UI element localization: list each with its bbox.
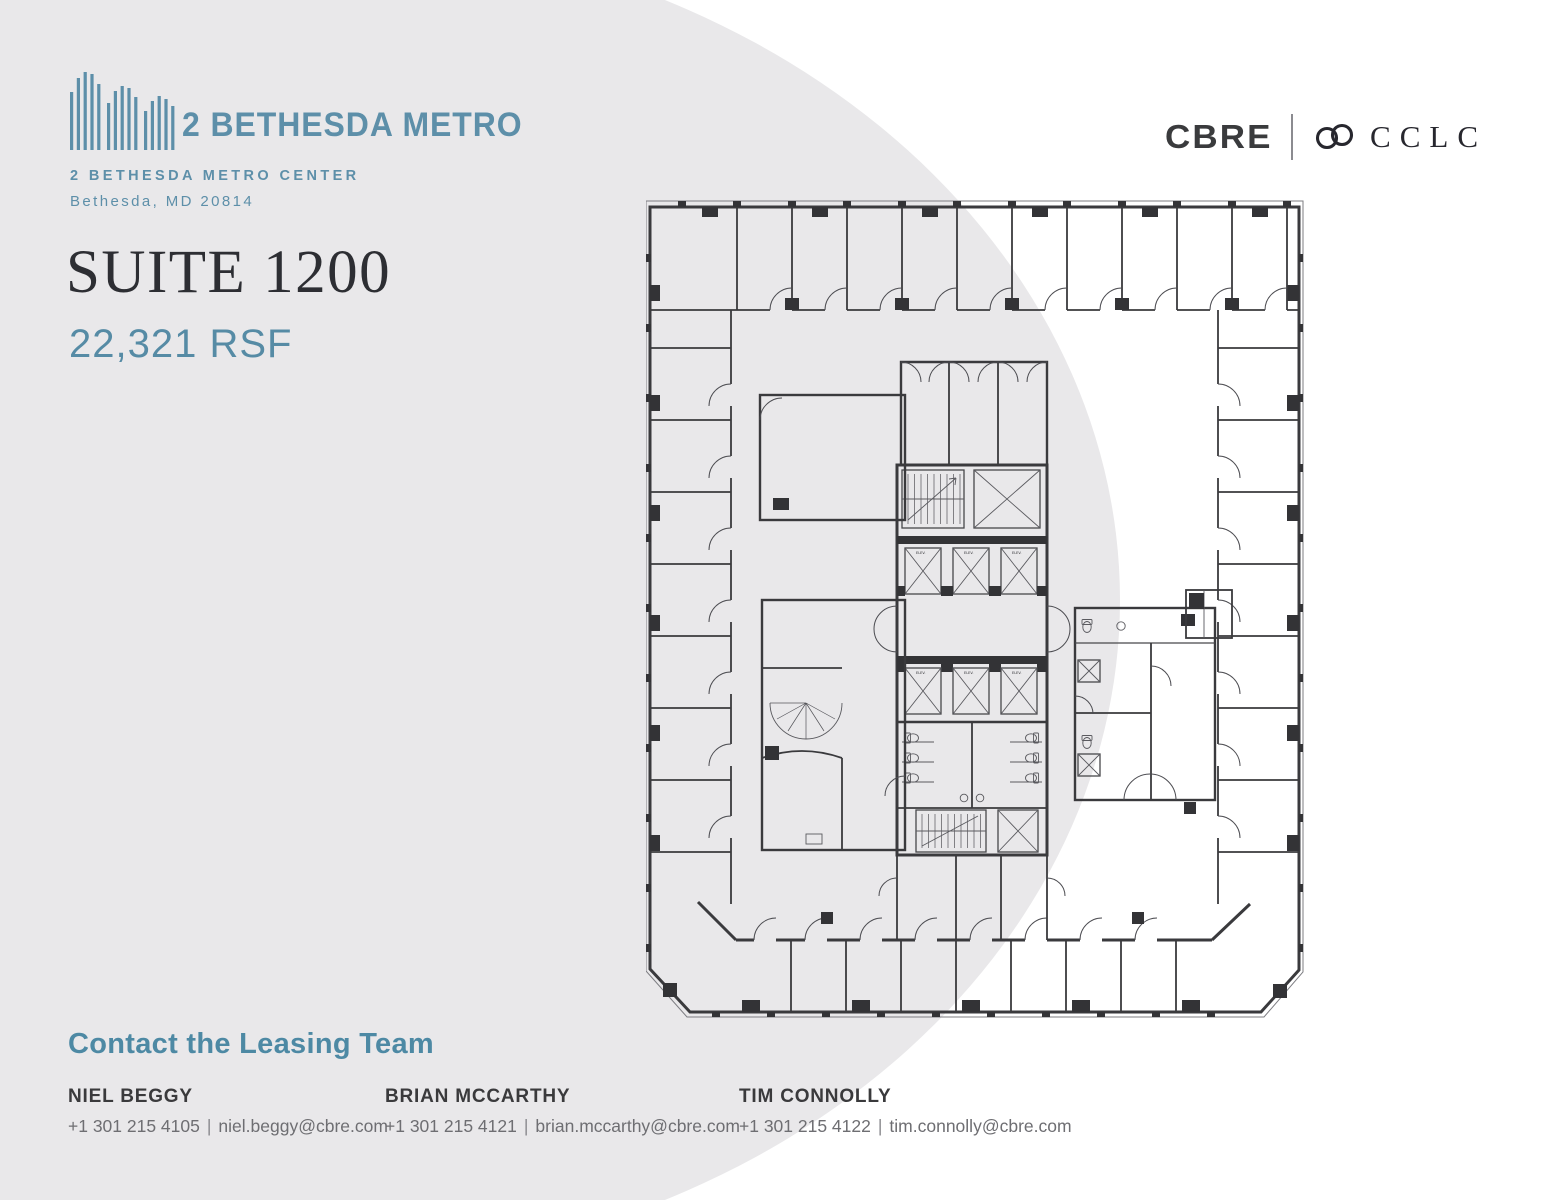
- stairwell-1: [901, 469, 965, 529]
- contact-phone: +1 301 215 4121: [385, 1116, 517, 1136]
- bottom-office-band: [696, 900, 1252, 1012]
- storage-closet: [1185, 589, 1233, 639]
- elevator-bank-2: ELEV. ELEV. ELEV.: [897, 656, 1047, 715]
- interlocking-rings-icon: [1315, 123, 1354, 150]
- elevator-core: ELEV. ELEV. ELEV. ELEV. ELEV. ELEV.: [873, 360, 1071, 940]
- brand-logos: CBRE CCLC: [1164, 114, 1487, 160]
- contact-separator: |: [523, 1116, 529, 1136]
- left-office-band: [650, 310, 732, 904]
- contact-email: brian.mccarthy@cbre.com: [535, 1116, 740, 1136]
- top-left-room: [758, 393, 907, 522]
- contact-details: +1 301 215 4122 | tim.connolly@cbre.com: [739, 1116, 1072, 1137]
- address-line-1: 2 BETHESDA METRO CENTER: [70, 168, 360, 184]
- brand-divider: [1291, 114, 1294, 160]
- contact-email: tim.connolly@cbre.com: [889, 1116, 1072, 1136]
- elevator-bank-1: ELEV. ELEV. ELEV.: [897, 536, 1047, 596]
- svg-text:ELEV.: ELEV.: [964, 551, 973, 555]
- contact-separator: |: [206, 1116, 212, 1136]
- contact-name: BRIAN MCCARTHY: [385, 1086, 571, 1107]
- stairwell-2: [915, 809, 1039, 853]
- cbre-logo: CBRE: [1164, 118, 1273, 155]
- floor-plan: ELEV. ELEV. ELEV. ELEV. ELEV. ELEV.: [646, 200, 1304, 1018]
- right-center-suite: [1073, 606, 1217, 802]
- right-office-band: [1217, 310, 1299, 904]
- left-center-suite: [760, 598, 907, 852]
- svg-text:ELEV.: ELEV.: [1012, 671, 1021, 675]
- contact-heading: Contact the Leasing Team: [68, 1028, 435, 1060]
- suite-title: SUITE 1200: [66, 239, 392, 306]
- address-line-2: Bethesda, MD 20814: [70, 193, 255, 210]
- svg-text:ELEV.: ELEV.: [964, 671, 973, 675]
- cclc-logo-text: CCLC: [1370, 119, 1487, 154]
- core-south-rooms: [878, 855, 1066, 940]
- interior-columns: [821, 802, 1196, 924]
- suite-area: 22,321 RSF: [69, 322, 293, 366]
- mechanical-shaft: [973, 469, 1041, 529]
- contact-card-niel-beggy: NIEL BEGGY +1 301 215 4105 | niel.beggy@cb…: [68, 1086, 388, 1137]
- svg-text:ELEV.: ELEV.: [916, 551, 925, 555]
- contact-card-brian-mccarthy: BRIAN MCCARTHY +1 301 215 4121 | brian.mcc…: [385, 1086, 740, 1137]
- spiral-stair: [769, 702, 843, 740]
- building-logo-title: 2 BETHESDA METRO: [182, 106, 523, 144]
- contact-email: niel.beggy@cbre.com: [218, 1116, 388, 1136]
- contact-phone: +1 301 215 4122: [739, 1116, 871, 1136]
- cclc-logo: CCLC: [1315, 119, 1487, 155]
- building-skyline-logo-icon: [70, 72, 175, 150]
- svg-text:ELEV.: ELEV.: [916, 671, 925, 675]
- contact-details: +1 301 215 4121 | brian.mccarthy@cbre.com: [385, 1116, 740, 1137]
- contact-card-tim-connolly: TIM CONNOLLY +1 301 215 4122 | tim.connoll…: [739, 1086, 1072, 1137]
- contact-separator: |: [877, 1116, 883, 1136]
- restrooms: [897, 720, 1047, 809]
- contact-name: TIM CONNOLLY: [739, 1086, 892, 1107]
- top-office-band: [650, 207, 1299, 311]
- contact-name: NIEL BEGGY: [68, 1086, 193, 1107]
- contact-phone: +1 301 215 4105: [68, 1116, 200, 1136]
- outer-shell: [646, 200, 1304, 1018]
- svg-text:ELEV.: ELEV.: [1012, 551, 1021, 555]
- contact-details: +1 301 215 4105 | niel.beggy@cbre.com: [68, 1116, 388, 1137]
- column-blocks: [650, 207, 1299, 1012]
- background-ellipse: [0, 0, 1120, 1200]
